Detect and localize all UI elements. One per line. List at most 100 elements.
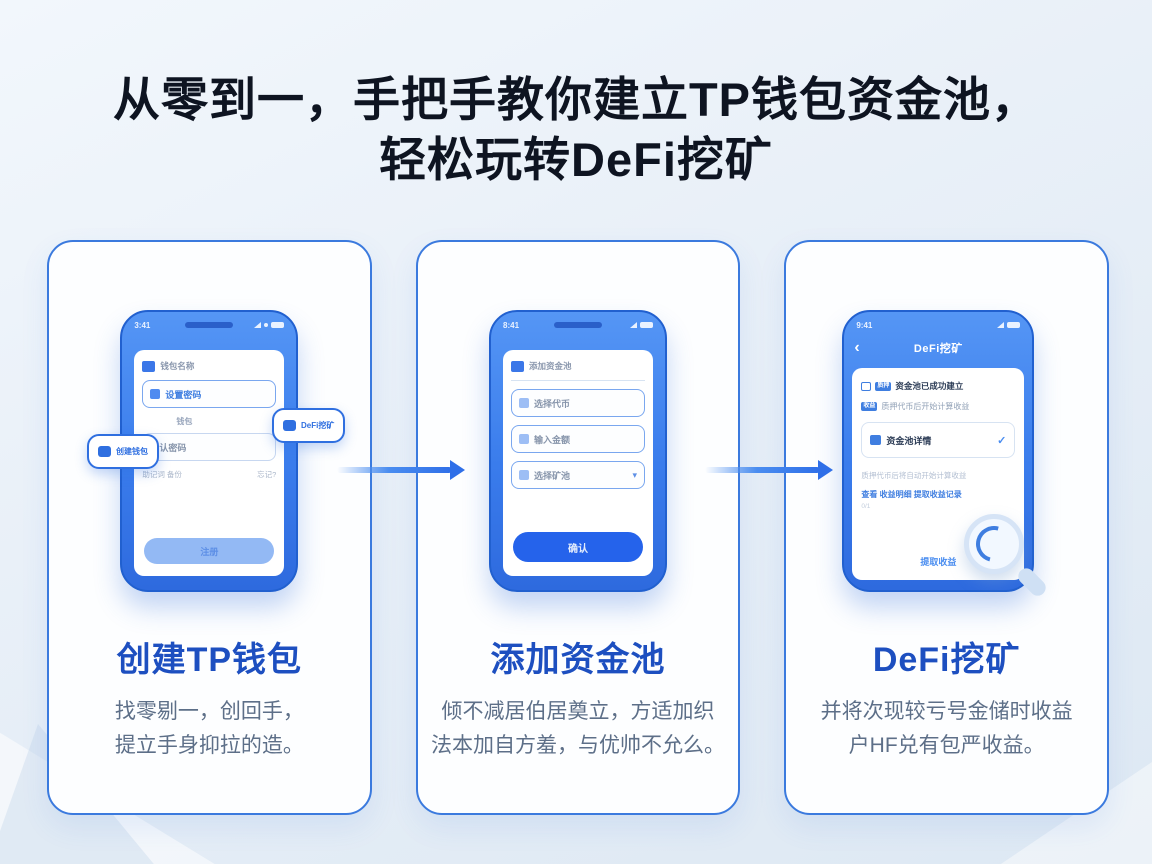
step-subtitle-line2: 法本加自方羞，与优帅不允么。	[431, 734, 725, 757]
tiny-counter-text: 0/1	[861, 503, 871, 510]
withdraw-link[interactable]: 提取收益	[920, 557, 957, 567]
flow-arrow-2	[705, 460, 833, 480]
phone-navbar: ‹ DeFi挖矿	[854, 336, 1022, 360]
step-card-create-wallet: 3:41 钱包名称	[47, 240, 372, 815]
arrow-tail	[337, 467, 452, 473]
pool-detail-label: 资金池详情	[886, 435, 932, 446]
step-subtitle: 并将次现较亏号金储时收益 户HF兑有包严收益。	[786, 695, 1107, 763]
create-wallet-chip-label: 创建钱包	[116, 447, 148, 456]
page-title: 从零到一，手把手教你建立TP钱包资金池， 轻松玩转DeFi挖矿	[0, 70, 1152, 190]
step-title-add-pool: 添加资金池	[490, 641, 666, 679]
register-button[interactable]: 注册	[144, 538, 275, 564]
step-subtitle-line2: 提立手身抑拉的造。	[114, 734, 304, 757]
phone-mockup-1: 3:41 钱包名称	[120, 310, 299, 592]
step-subtitle: 找零剔一，创回手， 提立手身抑拉的造。	[49, 695, 370, 763]
create-wallet-chip: 创建钱包	[87, 434, 159, 469]
wallet-mid-label: 钱包	[176, 417, 193, 426]
step-subtitle-line2: 户HF兑有包严收益。	[848, 734, 1045, 757]
token-select-field[interactable]: 选择代币	[511, 389, 645, 417]
pool-icon	[511, 360, 524, 372]
pool-header-label: 添加资金池	[529, 361, 572, 371]
wallet-icon	[142, 360, 156, 372]
arrow-tail	[705, 467, 820, 473]
page-title-line1: 从零到一，手把手教你建立TP钱包资金池，	[112, 73, 1040, 126]
phone-illustration-zone: 9:41 ‹ DeFi挖矿 质押 资金池	[786, 242, 1107, 614]
wallet-form-header: 钱包名称	[142, 360, 276, 372]
arrow-head	[450, 460, 465, 480]
step-subtitle-line1: 找零剔一，创回手，	[114, 700, 304, 723]
status-icons	[254, 322, 285, 328]
password-field[interactable]: 设置密码	[142, 380, 277, 408]
pool-status-text: 资金池已成功建立	[895, 381, 964, 391]
nav-title: DeFi挖矿	[913, 343, 963, 355]
tag-outline-icon	[861, 381, 872, 391]
token-icon	[519, 398, 529, 408]
yield-info-line: 收益 质押代币后开始计算收益	[861, 401, 1015, 412]
confirm-password-label: 确认密码	[150, 442, 187, 453]
step-title-create-wallet: 创建TP钱包	[116, 641, 303, 679]
step-cards-row: 3:41 钱包名称	[47, 240, 1110, 815]
yield-info-text: 质押代币后开始计算收益	[881, 402, 970, 411]
step-subtitle-line1: 并将次现较亏号金储时收益	[820, 700, 1073, 723]
yield-tag: 收益	[861, 402, 878, 411]
arrow-head	[818, 460, 833, 480]
step-subtitle: 倾不减居伯居奠立，方适加织 法本加自方羞，与优帅不允么。	[418, 695, 739, 763]
field-hints-row: 助记词 备份 忘记?	[142, 469, 276, 480]
status-icons	[997, 322, 1021, 328]
divider	[511, 380, 645, 381]
confirm-button[interactable]: 确认	[513, 532, 643, 562]
token-select-label: 选择代币	[534, 398, 571, 409]
page-title-line2: 轻松玩转DeFi挖矿	[379, 133, 773, 186]
status-time: 8:41	[503, 320, 520, 330]
phone-screen: 钱包名称 设置密码 钱包 确认密码 助记词 备份 忘记?	[134, 350, 285, 576]
password-field-label: 设置密码	[165, 389, 202, 400]
phone-speaker	[185, 322, 234, 328]
lock-icon	[150, 389, 161, 399]
chevron-down-icon: ▾	[632, 469, 637, 480]
amount-icon	[519, 434, 529, 444]
yield-links[interactable]: 查看 收益明细 提取收益记录	[861, 490, 962, 499]
flow-arrow-1	[337, 460, 465, 480]
phone-screen: 添加资金池 选择代币 输入金额 选择矿池	[503, 350, 653, 576]
signal-icon	[997, 322, 1005, 328]
pool-status-line: 质押 资金池已成功建立	[861, 380, 1015, 392]
phone-mockup-2: 8:41 添加资金池	[489, 310, 667, 592]
wifi-icon	[264, 323, 269, 327]
battery-icon	[271, 322, 285, 328]
pool-form-header: 添加资金池	[511, 360, 645, 372]
defi-chip: DeFi挖矿	[272, 408, 346, 443]
pool-detail-card[interactable]: 资金池详情 ✓	[861, 422, 1016, 458]
stake-tag: 质押	[875, 381, 892, 391]
hint-right[interactable]: 忘记?	[257, 470, 277, 479]
status-time: 9:41	[856, 320, 873, 330]
amount-input-field[interactable]: 输入金额	[511, 425, 645, 453]
confirm-password-field[interactable]: 确认密码	[142, 433, 277, 461]
phone-statusbar: 3:41	[134, 319, 285, 331]
amount-input-label: 输入金额	[534, 434, 571, 445]
status-time: 3:41	[134, 320, 151, 330]
step-card-add-pool: 8:41 添加资金池	[415, 240, 741, 815]
phone-illustration-zone: 3:41 钱包名称	[49, 242, 370, 614]
wallet-chip-icon	[98, 446, 111, 457]
defi-chip-icon	[283, 420, 296, 431]
pool-dropdown-label: 选择矿池	[534, 470, 571, 481]
phone-speaker	[554, 322, 602, 328]
phone-statusbar: 8:41	[503, 319, 653, 331]
signal-icon	[630, 322, 637, 328]
back-chevron-icon[interactable]: ‹	[854, 339, 860, 356]
signal-icon	[254, 322, 262, 328]
pool-dropdown-field[interactable]: 选择矿池 ▾	[511, 461, 645, 489]
yield-note-text: 质押代币后将自动开始计算收益	[861, 471, 967, 480]
battery-icon	[640, 322, 653, 328]
status-icons	[630, 322, 653, 328]
phone-illustration-zone: 8:41 添加资金池	[418, 242, 739, 614]
step-card-defi-mining: 9:41 ‹ DeFi挖矿 质押 资金池	[784, 240, 1110, 815]
check-icon: ✓	[997, 434, 1007, 447]
pool-select-icon	[519, 470, 529, 480]
pool-detail-icon	[870, 435, 882, 445]
magnifier-glass	[964, 514, 1025, 574]
magnifier-handle	[1015, 565, 1050, 599]
defi-chip-label: DeFi挖矿	[301, 421, 335, 430]
magnifier-icon	[964, 514, 1050, 599]
